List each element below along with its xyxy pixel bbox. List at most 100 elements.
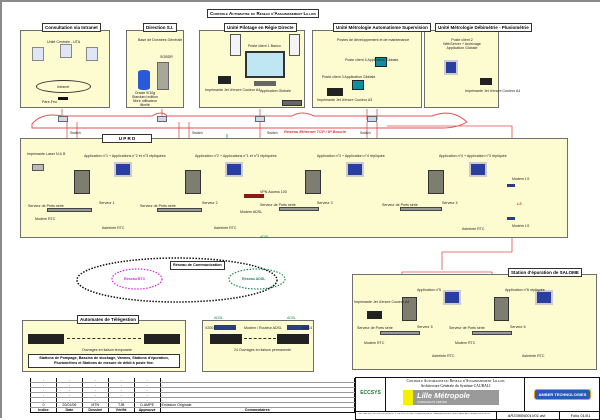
server-icon [494, 297, 509, 321]
partner-logo-box: AMBER TECHNOLOGIES [524, 378, 600, 411]
server6-apps: Application n°6 répliquée [505, 288, 545, 292]
port-server-label: Serveur de Ports série [140, 204, 176, 208]
firewall-icon [58, 97, 68, 100]
adsl-label: ADSL [287, 316, 297, 320]
salome-title: Station d'épuration de SALOME [508, 268, 582, 277]
switch-icon [282, 100, 302, 106]
vpn-router-icon [244, 194, 264, 198]
modem-ls-icon [507, 217, 515, 220]
revision-row: ------ [30, 387, 356, 393]
port-server-label: Serveur de Ports série [357, 326, 393, 330]
temporary-link [67, 338, 141, 339]
revision-cell: - [159, 397, 356, 403]
astreinte-label: Astreinte RTC [102, 226, 125, 230]
port-server-icon [157, 208, 202, 212]
diagram-title: Controle Automatise du Reseau d'Assainis… [207, 9, 319, 18]
printer-label: Imprimante Jet d'encre Couleur A4 [354, 300, 410, 304]
adsl-router-icon [214, 325, 236, 330]
computer-icon [86, 47, 98, 61]
permanent-link [244, 338, 276, 339]
server-icon [185, 170, 201, 194]
intranet-ellipse [36, 80, 91, 93]
astreinte-label: Astreinte RTC [522, 354, 545, 358]
speaker-icon [230, 34, 241, 56]
revision-column-header: Commentaires [159, 407, 356, 413]
adsl-label: ADSL [214, 316, 224, 320]
intranet-label: Intranet [57, 85, 70, 89]
monitor-icon [469, 162, 487, 177]
astreinte-label: Astreinte RTC [432, 354, 455, 358]
modem-rtc-label: Modem RTC [455, 341, 476, 345]
file-name: AR3395N001V01.dsf [496, 411, 556, 420]
adsl-label: ADSL [260, 235, 270, 239]
telegestion-title: Automates de Télégestion [77, 315, 140, 324]
client2-label: Poste client 2 WebServer + Archivage App… [443, 38, 481, 50]
server-icon [428, 170, 444, 194]
revision-column-header: Date [55, 407, 83, 413]
zone-uprd [20, 138, 568, 238]
server5-label: Serveur 5 [417, 325, 433, 329]
revision-cell: - [159, 382, 356, 388]
laser-printer-label: Imprimante Laser N & B [27, 152, 66, 156]
zone-metrologie-auto-title: Unité Métrologie Automatisme Supervision [333, 23, 431, 32]
server-icon [74, 170, 90, 194]
modem-rtc-label: Modem RTC [364, 341, 385, 345]
firewall-label: Pare-Feu [42, 100, 57, 104]
zone-metrologie-debit-title: Unité Métrologie Débimétrie - Pluviométr… [435, 23, 532, 32]
speaker-icon [289, 34, 300, 56]
revision-row: ------ [30, 378, 356, 383]
printer-icon [218, 76, 231, 84]
server4-apps: Application n°4 + Application n°3 répliq… [439, 154, 507, 158]
printer-icon [480, 78, 492, 85]
title-block: ECCSYS Controle Automatise du Reseau d'A… [355, 377, 600, 420]
lille-logo-sub: COMMUNAUTÉ URBAINE [417, 401, 448, 404]
laptop-icon [375, 57, 387, 67]
lille-logo: Lille Métropole COMMUNAUTÉ URBAINE [413, 390, 499, 405]
modem-ls-label: Modem LS [512, 224, 530, 228]
switch-icon [367, 116, 377, 122]
monitor-icon [346, 162, 364, 177]
modem-rtc-label: Modem RTC [35, 217, 56, 221]
rtc-label: Réseau RTC [124, 277, 146, 281]
ls-label: LS [517, 202, 522, 206]
modem-ls-icon [507, 184, 515, 187]
revision-cell: - [159, 387, 356, 393]
port-server-icon [380, 331, 420, 335]
server5-apps: Application n°5 [417, 288, 442, 292]
switch-icon [157, 116, 167, 122]
app-label: Application Globale [260, 89, 291, 93]
server2-label: Serveur 2 [202, 201, 218, 205]
adsl-cloud [228, 268, 286, 290]
port-server-label: Serveur de Ports série [260, 203, 296, 207]
router-label: Modem / Routeur ADSL [244, 326, 282, 330]
port-server-icon [472, 331, 512, 335]
server3-apps: Application n°3 + Application n°4 répliq… [317, 154, 385, 158]
telegestion-desc: Stations de Pompage, Bassins de stockage… [28, 354, 180, 368]
zone-consultation [20, 30, 110, 108]
server3-label: Serveur 3 [317, 201, 333, 205]
computer-icon [444, 60, 458, 75]
eccsys-logo: ECCSYS [356, 378, 386, 411]
communication-cloud [76, 257, 278, 303]
revision-column-header: Indice [30, 407, 57, 413]
ethernet-label: Réseau Ethernet TCP / IP Bouclé [284, 129, 346, 134]
device-label: X2001 [205, 326, 216, 330]
communication-title: Réseau de Communication [170, 261, 225, 270]
device-label: X2001 [302, 326, 313, 330]
plc-icon [277, 334, 309, 344]
switch-label: Switch [192, 131, 203, 135]
temp-label: Ouvrages en liaison temporaire [82, 348, 132, 352]
computer-icon [32, 47, 44, 61]
amber-logo: AMBER TECHNOLOGIES [533, 389, 592, 400]
revision-column-header: Approuvé [133, 407, 161, 413]
port-server-icon [279, 207, 319, 211]
vpn-label: VPN Access 100 [260, 190, 287, 194]
printer-label: Imprimante Jet d'encre Couleur A4 [465, 89, 521, 93]
server-icon [157, 62, 169, 90]
switch-label: Switch [70, 131, 81, 135]
db-label: Base de Données Générale [138, 38, 183, 42]
server1-label: Serveur 1 [99, 201, 115, 205]
zone-direction [126, 30, 184, 108]
